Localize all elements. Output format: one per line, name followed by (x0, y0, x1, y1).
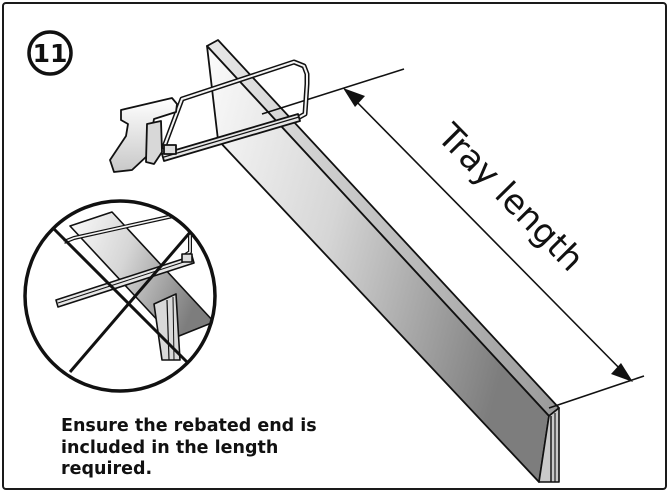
dimension-label: Tray length (429, 116, 592, 280)
assembly-illustration: 11 Tray length (23, 30, 645, 483)
tray-panel (206, 39, 560, 483)
hacksaw-icon (109, 59, 310, 173)
note-line-3: required. (61, 459, 153, 479)
step-number: 11 (33, 39, 68, 68)
note-line-2: included in the length (61, 437, 279, 458)
dimension-indicator (261, 68, 645, 409)
note-line-1: Ensure the rebated end is (61, 416, 317, 436)
prohibited-icon (23, 199, 217, 393)
instruction-note: Ensure the rebated end is included in th… (61, 416, 381, 481)
step-badge: 11 (27, 30, 73, 76)
